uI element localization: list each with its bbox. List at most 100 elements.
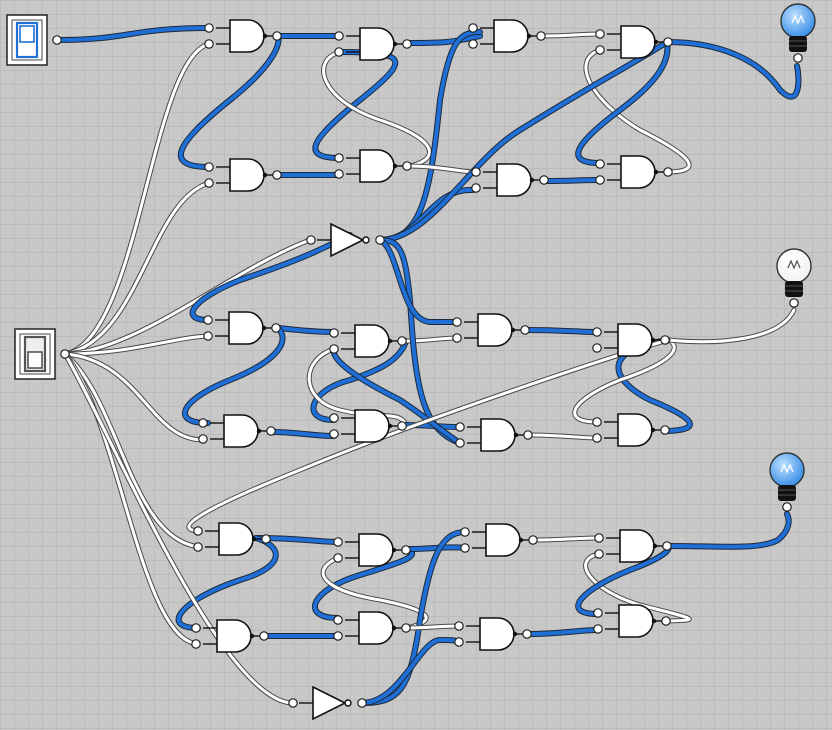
connector-pin[interactable] (375, 235, 385, 245)
and-gate[interactable] (595, 25, 673, 59)
connector-pin[interactable] (261, 534, 271, 544)
connector-pin[interactable] (520, 325, 530, 335)
and-gate[interactable] (329, 409, 407, 443)
wire-active[interactable] (182, 325, 286, 426)
wire-active[interactable] (275, 325, 337, 335)
connector-pin[interactable] (52, 35, 62, 45)
connector-pin[interactable] (661, 616, 671, 626)
connector-pin[interactable] (401, 545, 411, 555)
and-gate[interactable] (454, 617, 532, 651)
connector-pin[interactable] (660, 335, 670, 345)
connector-pin[interactable] (592, 327, 602, 337)
and-gate[interactable] (333, 611, 411, 645)
wire-inactive[interactable] (665, 307, 797, 345)
wire-inactive[interactable] (62, 351, 295, 706)
and-gate[interactable] (468, 19, 546, 53)
and-gate[interactable] (592, 413, 670, 447)
and-gate[interactable] (193, 522, 271, 556)
connector-pin[interactable] (595, 175, 605, 185)
connector-pin[interactable] (198, 418, 208, 428)
wire-inactive[interactable] (62, 351, 203, 550)
connector-pin[interactable] (592, 343, 602, 353)
connector-pin[interactable] (593, 624, 603, 634)
connector-pin[interactable] (397, 336, 407, 346)
connector-pin[interactable] (203, 315, 213, 325)
connector-pin[interactable] (402, 39, 412, 49)
connector-pin[interactable] (660, 425, 670, 435)
connector-pin[interactable] (593, 608, 603, 618)
connector-pin[interactable] (259, 631, 269, 641)
wire-active[interactable] (189, 232, 353, 323)
connector-pin[interactable] (455, 438, 465, 448)
and-gate[interactable] (452, 313, 530, 347)
connector-pin[interactable] (522, 629, 532, 639)
and-gate[interactable] (594, 529, 672, 563)
connector-pin[interactable] (60, 349, 70, 359)
connector-pin[interactable] (454, 621, 464, 631)
connector-pin[interactable] (204, 178, 214, 188)
connector-pin[interactable] (266, 426, 276, 436)
and-gate[interactable] (460, 523, 538, 557)
wire-active[interactable] (406, 33, 483, 46)
connector-pin[interactable] (204, 23, 214, 33)
wire-active[interactable] (377, 39, 670, 243)
connector-pin[interactable] (663, 167, 673, 177)
connector-pin[interactable] (333, 631, 343, 641)
connector-pin[interactable] (193, 526, 203, 536)
not-gate-top[interactable] (306, 222, 385, 258)
wire-active[interactable] (330, 346, 463, 446)
connector-pin[interactable] (198, 434, 208, 444)
wire-inactive[interactable] (321, 49, 432, 169)
and-gate[interactable] (334, 149, 412, 183)
connector-pin[interactable] (272, 170, 282, 180)
connector-pin[interactable] (329, 344, 339, 354)
connector-pin[interactable] (595, 159, 605, 169)
connector-pin[interactable] (334, 47, 344, 57)
and-gate[interactable] (592, 323, 670, 357)
connector-pin[interactable] (594, 533, 604, 543)
wire-inactive[interactable] (62, 351, 206, 443)
connector-pin[interactable] (329, 328, 339, 338)
connector-pin[interactable] (193, 542, 203, 552)
connector-pin[interactable] (329, 413, 339, 423)
connector-pin[interactable] (468, 39, 478, 49)
wire-inactive[interactable] (533, 535, 602, 543)
wire-inactive[interactable] (572, 337, 677, 425)
wire-active[interactable] (267, 429, 337, 439)
connector-pin[interactable] (592, 433, 602, 443)
and-gate[interactable] (333, 533, 411, 567)
and-gate[interactable] (471, 163, 549, 197)
wire-active[interactable] (526, 627, 601, 637)
connector-pin[interactable] (595, 45, 605, 55)
and-gate[interactable] (204, 19, 282, 53)
wire-active[interactable] (310, 338, 409, 423)
connector-pin[interactable] (191, 639, 201, 649)
and-gate[interactable] (329, 324, 407, 358)
and-gate[interactable] (595, 155, 673, 189)
wire-active[interactable] (359, 529, 468, 706)
connector-pin[interactable] (334, 169, 344, 179)
connector-pin[interactable] (333, 537, 343, 547)
connector-pin[interactable] (271, 323, 281, 333)
connector-pin[interactable] (793, 53, 803, 63)
connector-pin[interactable] (662, 541, 672, 551)
connector-pin[interactable] (203, 331, 213, 341)
and-gate[interactable] (198, 414, 276, 448)
connector-pin[interactable] (272, 31, 282, 41)
wire-inactive[interactable] (62, 180, 212, 357)
and-gate[interactable] (455, 418, 533, 452)
wire-active[interactable] (524, 327, 600, 335)
connector-pin[interactable] (402, 161, 412, 171)
connector-pin[interactable] (523, 430, 533, 440)
connector-pin[interactable] (468, 23, 478, 33)
wire-active[interactable] (175, 535, 279, 631)
wire-active[interactable] (664, 39, 802, 100)
connector-pin[interactable] (334, 153, 344, 163)
connector-pin[interactable] (460, 527, 470, 537)
connector-pin[interactable] (455, 422, 465, 432)
connector-pin[interactable] (471, 167, 481, 177)
connector-pin[interactable] (191, 623, 201, 633)
wire-active[interactable] (312, 546, 416, 621)
connector-pin[interactable] (333, 615, 343, 625)
connector-pin[interactable] (204, 162, 214, 172)
